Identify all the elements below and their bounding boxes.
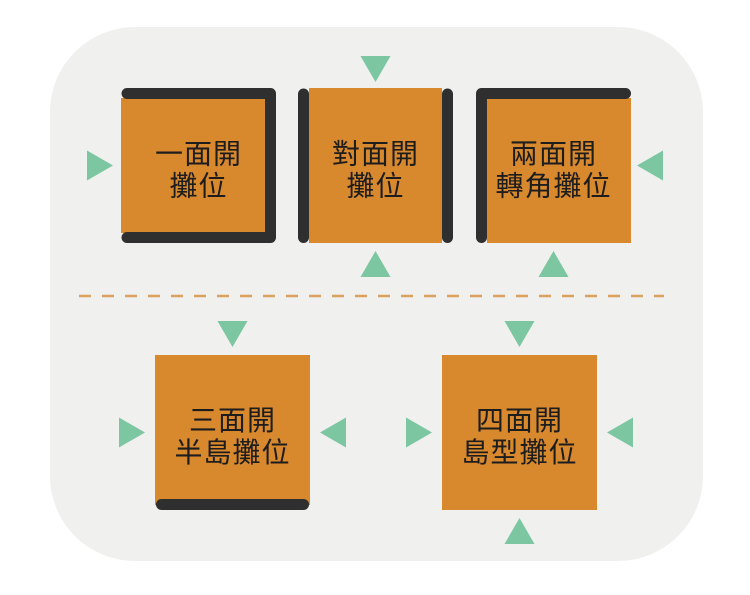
booth-label-line2: 轉角攤位 [495,171,611,202]
open-side-arrow-icon [217,321,248,347]
booth-area [487,98,631,243]
booth-corner-two-sides-open: 兩面開 轉角攤位 [476,88,663,277]
booth-label-line1: 三面開 [189,405,276,436]
booth-label-line2: 半島攤位 [174,437,290,468]
booth-label-line1: 四面開 [476,405,563,436]
booth-one-side-open: 一面開 攤位 [87,88,276,243]
booth-island-four-sides-open: 四面開 島型攤位 [406,321,633,544]
open-side-arrow-icon [87,150,113,181]
booth-area [309,88,442,243]
open-side-arrow-icon [360,251,391,277]
open-side-arrow-icon [119,417,145,448]
open-side-arrow-icon [637,150,663,181]
booth-area [121,98,266,233]
booth-label-line2: 島型攤位 [461,437,577,468]
closed-wall-bar [476,88,631,243]
open-side-arrow-icon [504,518,535,544]
open-side-arrow-icon [538,251,569,277]
open-side-arrow-icon [360,56,391,82]
open-side-arrow-icon [320,417,346,448]
booth-peninsula-three-sides-open: 三面開 半島攤位 [119,321,346,510]
open-side-arrow-icon [406,417,432,448]
open-side-arrow-icon [504,321,535,347]
open-side-arrow-icon [607,417,633,448]
closed-wall-bar [121,88,276,243]
booth-label-line2: 攤位 [346,171,404,202]
booth-label-line1: 兩面開 [510,139,597,170]
booth-label-line1: 一面開 [155,139,242,170]
booth-facing-sides-open: 對面開 攤位 [298,56,453,277]
booth-area [442,355,597,510]
booth-label-line2: 攤位 [169,171,227,202]
booth-area [155,355,310,505]
booth-label-line1: 對面開 [332,139,419,170]
